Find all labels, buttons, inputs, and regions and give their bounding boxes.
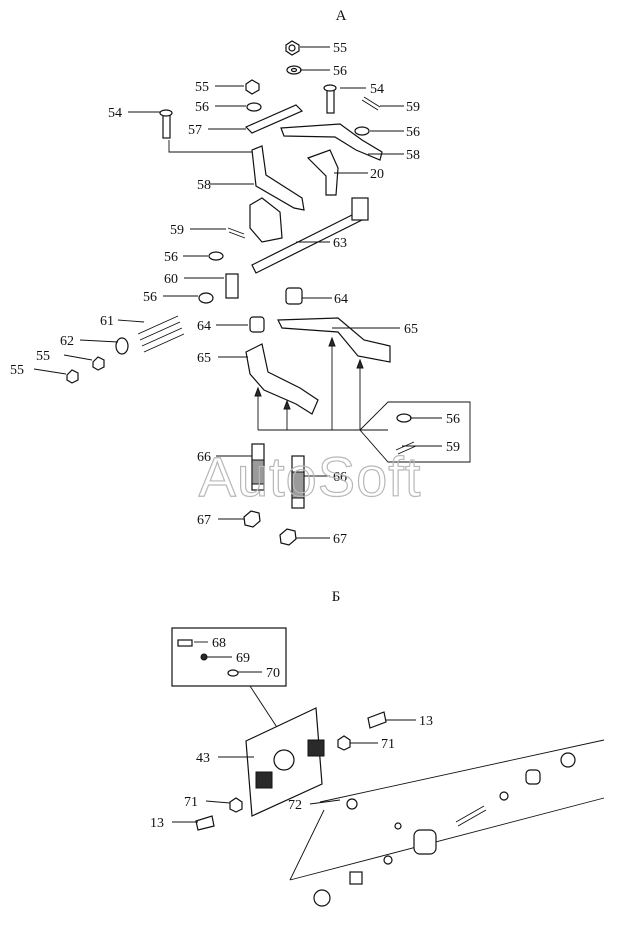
callout-71: 71 [184,795,198,810]
callout-56: 56 [333,64,347,79]
callout-56: 56 [195,100,209,115]
section-b-heading: Б [332,589,341,605]
callout-70: 70 [266,666,280,681]
callout-64: 64 [197,319,211,334]
callout-68: 68 [212,636,226,651]
callout-56: 56 [446,412,460,427]
callout-56: 56 [406,125,420,140]
callout-67: 67 [197,513,211,528]
callout-54: 54 [108,106,122,121]
callout-65: 65 [197,351,211,366]
callout-63: 63 [333,236,347,251]
callout-leaders [33,46,442,823]
callout-58: 58 [406,148,420,163]
callout-55: 55 [10,363,24,378]
callout-55: 55 [36,349,50,364]
callout-62: 62 [60,334,74,349]
callout-55: 55 [333,41,347,56]
callout-13: 13 [419,714,433,729]
callouts-section-a: 55 56 55 54 56 59 54 56 57 58 58 20 59 6… [10,41,460,547]
callout-60: 60 [164,272,178,287]
callout-71: 71 [381,737,395,752]
callout-72: 72 [288,798,302,813]
callout-13: 13 [150,816,164,831]
callout-65: 65 [404,322,418,337]
callout-54: 54 [370,82,384,97]
callout-66: 66 [333,470,347,485]
callout-43: 43 [196,751,210,766]
callout-58: 58 [197,178,211,193]
callout-20: 20 [370,167,384,182]
callout-67: 67 [333,532,347,547]
callout-59: 59 [446,440,460,455]
callout-59: 59 [406,100,420,115]
section-b-parts [171,627,605,907]
callout-59: 59 [170,223,184,238]
watermark: AutoSoft [199,445,422,508]
callout-64: 64 [334,292,348,307]
callouts-section-b: 68 69 70 13 71 43 71 72 13 [150,636,433,831]
callout-56: 56 [164,250,178,265]
callout-57: 57 [188,123,202,138]
callout-56: 56 [143,290,157,305]
section-a-parts [66,40,471,546]
callout-61: 61 [100,314,114,329]
callout-66: 66 [197,450,211,465]
callout-55: 55 [195,80,209,95]
callout-69: 69 [236,651,250,666]
section-a-heading: А [336,8,347,24]
